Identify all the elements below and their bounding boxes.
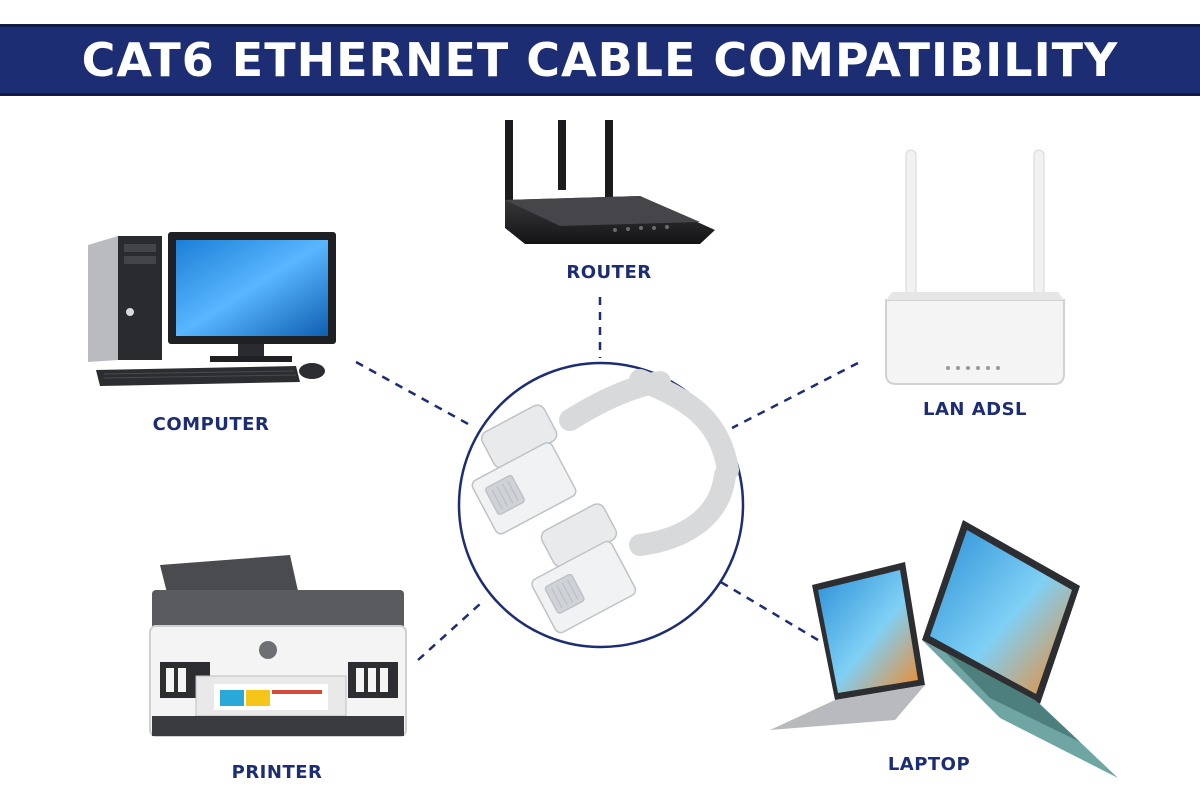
lan-adsl-label: LAN ADSL [922,399,1028,420]
connector-laptop [713,576,819,642]
lan-adsl-icon [885,149,1065,385]
laptop-icon [770,520,1118,778]
cable-icon [471,369,739,634]
printer-icon [149,555,407,737]
router-icon [505,120,715,244]
connector-lines [355,297,859,661]
title-banner: CAT6 ETHERNET CABLE COMPATIBILITY [0,24,1200,96]
computer-icon [88,232,336,386]
page-title: CAT6 ETHERNET CABLE COMPATIBILITY [81,33,1119,87]
laptop-label: LAPTOP [887,754,971,775]
printer-label: PRINTER [231,762,323,783]
connector-computer [355,360,471,427]
router-label: ROUTER [566,262,652,283]
computer-label: COMPUTER [152,414,270,435]
cable-circle [457,361,745,649]
connector-lan-adsl [731,361,859,430]
connector-printer [417,603,481,661]
